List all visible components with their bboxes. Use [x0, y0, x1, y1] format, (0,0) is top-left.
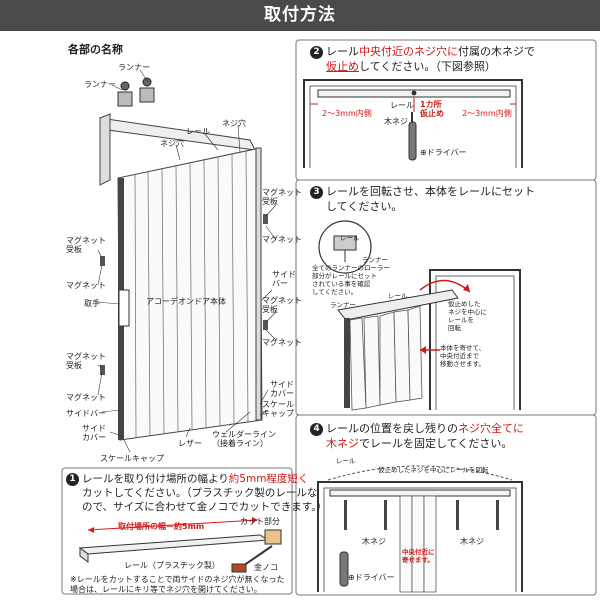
label-side-cover-right: サイド カバー — [270, 380, 294, 398]
accordion-door-illustration — [95, 69, 277, 453]
step2-line1b: 中央付近のネジ穴に — [359, 45, 458, 58]
step2-center-label: 1カ所 仮止め — [420, 100, 444, 118]
step1-box — [61, 467, 293, 595]
title-banner — [0, 0, 600, 31]
label-magnet-2: マグネット — [262, 338, 302, 347]
label-side-bar-right: サイド バー — [272, 270, 296, 288]
step4-line1b: ネジ穴全てに — [458, 422, 524, 435]
step2-line2a: 仮止め — [326, 60, 359, 73]
label-screw-hole-1: ネジ穴 — [160, 139, 184, 148]
step3-runner-label: ランナー — [330, 301, 356, 309]
step2-illustration — [303, 79, 523, 168]
step1-line2: カットしてください。（プラスチック製のレールな — [82, 487, 318, 499]
step2-driver-label: ⊕ドライバー — [420, 148, 467, 157]
step1-line1b: 約5mm程度短く — [228, 473, 309, 485]
step4-center-note: 中央付近に 寄せます。 — [402, 548, 435, 564]
step4-rotate-note: 仮止めしたネジを中心にレールを回転 — [378, 466, 489, 474]
step1-number: 1 — [66, 473, 79, 486]
label-magnet-receiver-left2: マグネット 受板 — [66, 352, 106, 370]
step1-cut-label: カット部分 — [240, 517, 280, 526]
step3-inset-note: 全てのランナーのローラー 部分がレールにセット されている事を確認 してください… — [312, 264, 390, 296]
label-scale-cap-right: スケール キャップ — [262, 400, 294, 418]
step3-rotate-note: 仮止めした ネジを中心に レールを 回転 — [448, 300, 487, 332]
label-magnet-receiver-1: マグネット 受板 — [262, 188, 302, 206]
step2-number: 2 — [310, 46, 323, 59]
step4-rail-label: レール — [336, 457, 356, 465]
step2-wood-screw-label: 木ネジ — [384, 117, 408, 126]
step2-gap-right: 2～3mm内側 — [462, 109, 512, 118]
label-welder-line: ウェルダーライン （接着ライン） — [212, 430, 276, 448]
step4-line2b: でレールを固定してください。 — [359, 437, 513, 450]
label-rail: レール — [186, 127, 210, 136]
label-side-bar-left: サイドバー — [66, 409, 106, 418]
step2-gap-left: 2～3mm内側 — [322, 109, 372, 118]
step3-line1: レールを回転させ、本体をレールにセット — [326, 185, 535, 198]
step1-note-2: 場合は、レールにキリ等でネジ穴を開けてください。 — [70, 585, 262, 594]
step3-rail-label: レール — [340, 234, 360, 242]
label-magnet-receiver-left: マグネット 受板 — [66, 236, 106, 254]
step2-line1a: レール — [326, 45, 359, 58]
label-screw-hole-2: ネジ穴 — [222, 119, 246, 128]
label-handle: 取手 — [84, 299, 100, 308]
step4-illustration — [317, 465, 523, 593]
label-magnet-1: マグネット — [262, 235, 302, 244]
label-accordion-body: アコーデオンドア本体 — [146, 297, 226, 306]
label-magnet-receiver-2: マグネット 受板 — [262, 296, 302, 314]
label-magnet-left: マグネット — [66, 281, 106, 290]
step1-line3: ので、サイズに合わせて金ノコでカットできます。） — [82, 501, 327, 513]
step1-illustration — [78, 517, 282, 573]
step4-box — [295, 414, 597, 596]
step2-line2b: してください。（下図参照） — [359, 60, 496, 73]
step4-wood-screw-left: 木ネジ — [362, 537, 386, 546]
step3-runner-inset-label: ランナー — [362, 256, 388, 264]
step1-rail-label: レール（プラスチック製） — [124, 561, 220, 570]
label-side-cover-left: サイド カバー — [82, 424, 106, 442]
label-runner: ランナー — [84, 80, 116, 89]
label-scale-cap-bottom: スケールキャップ — [100, 454, 164, 463]
step1-note-1: ※レールをカットすることで両サイドのネジ穴が無くなった — [70, 575, 285, 584]
step3-number: 3 — [310, 186, 323, 199]
step3-illustration — [318, 220, 521, 411]
label-magnet-left2: マグネット — [66, 393, 106, 402]
step2-rail-label: レール — [390, 101, 414, 110]
label-leather: レザー — [178, 439, 202, 448]
step1-saw-label: 金ノコ — [254, 563, 278, 572]
step4-line1a: レールの位置を戻し残りの — [326, 422, 458, 435]
step3-rail-label-2: レール — [388, 292, 408, 300]
step4-driver-label: ⊕ドライバー — [348, 573, 395, 582]
page-title: 取付方法 — [264, 5, 336, 25]
parts-heading: 各部の名称 — [68, 43, 123, 56]
step3-move-note: 本体を寄せて、 中央付近まで 移動させます。 — [440, 344, 486, 368]
step4-number: 4 — [310, 423, 323, 436]
label-runner-top: ランナー — [118, 63, 150, 72]
step4-wood-screw-right: 木ネジ — [460, 537, 484, 546]
step4-line2a: 木ネジ — [326, 437, 359, 450]
step1-width-label: 取付場所の幅－約5mm — [118, 522, 205, 531]
step3-line2: してください。 — [326, 200, 403, 213]
step2-line1c: 付属の木ネジで — [458, 45, 535, 58]
step1-line1a: レールを取り付け場所の幅より — [82, 473, 229, 485]
